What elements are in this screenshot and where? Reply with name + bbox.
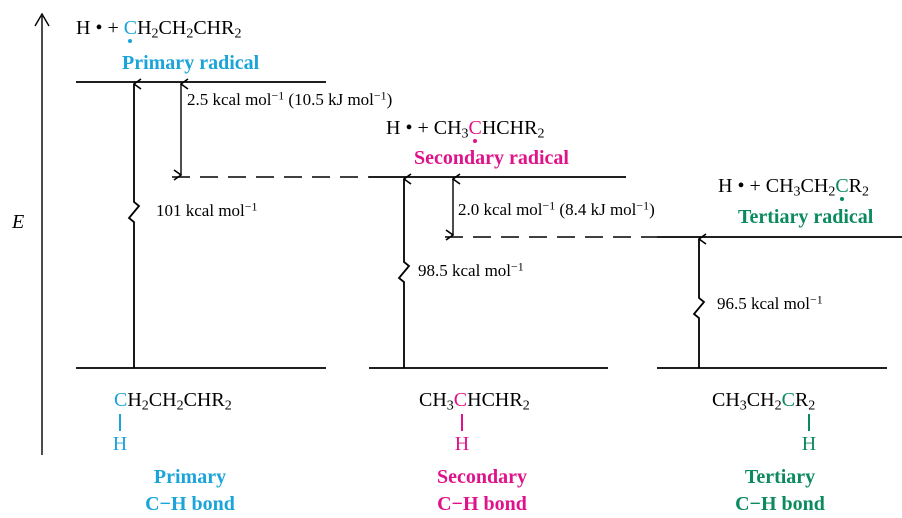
secondary-bde-label: 98.5 kcal mol−1 [418, 259, 524, 280]
secondary-bond-hydrogen: H [454, 412, 470, 454]
tertiary-bond-line [808, 414, 810, 431]
secondary-tertiary-difference-label: 2.0 kcal mol−1 (8.4 kJ mol−1) [458, 198, 655, 219]
secondary-radical-carbon: C [468, 117, 482, 143]
primary-bond-formula: CH2CH2CHR2 [114, 389, 232, 414]
tertiary-radical-formula: H • + CH3CH2CR2 [718, 175, 869, 201]
primary-bond-hydrogen: H [112, 412, 128, 454]
secondary-radical-formula: H • + CH3CHCHR2 [386, 117, 545, 143]
primary-bde-label: 101 kcal mol−1 [156, 199, 258, 220]
tertiary-bde-label: 96.5 kcal mol−1 [717, 292, 823, 313]
tertiary-radical-carbon: C [835, 175, 849, 201]
primary-secondary-difference-label: 2.5 kcal mol−1 (10.5 kJ mol−1) [187, 88, 393, 109]
primary-radical-carbon: C [123, 17, 138, 43]
secondary-radical-label: Secondary radical [414, 147, 569, 169]
primary-bond-line [119, 414, 121, 431]
tertiary-bond-hydrogen: H [801, 412, 817, 454]
energy-axis-arrowhead [34, 12, 50, 27]
secondary-bond-formula: CH3CHCHR2 [419, 389, 530, 414]
primary-radical-formula: H • + CH2CH2CHR2 [76, 17, 242, 43]
secondary-bond-line [461, 414, 463, 431]
secondary-bde-arrow [397, 179, 409, 368]
tertiary-bond-formula: CH3CH2CR2 [712, 389, 816, 414]
energy-axis-label: E [12, 211, 25, 233]
tertiary-radical-label: Tertiary radical [738, 206, 874, 228]
primary-bde-arrow [127, 84, 139, 368]
primary-radical-label: Primary radical [122, 52, 260, 74]
tertiary-bde-arrow [692, 239, 704, 368]
